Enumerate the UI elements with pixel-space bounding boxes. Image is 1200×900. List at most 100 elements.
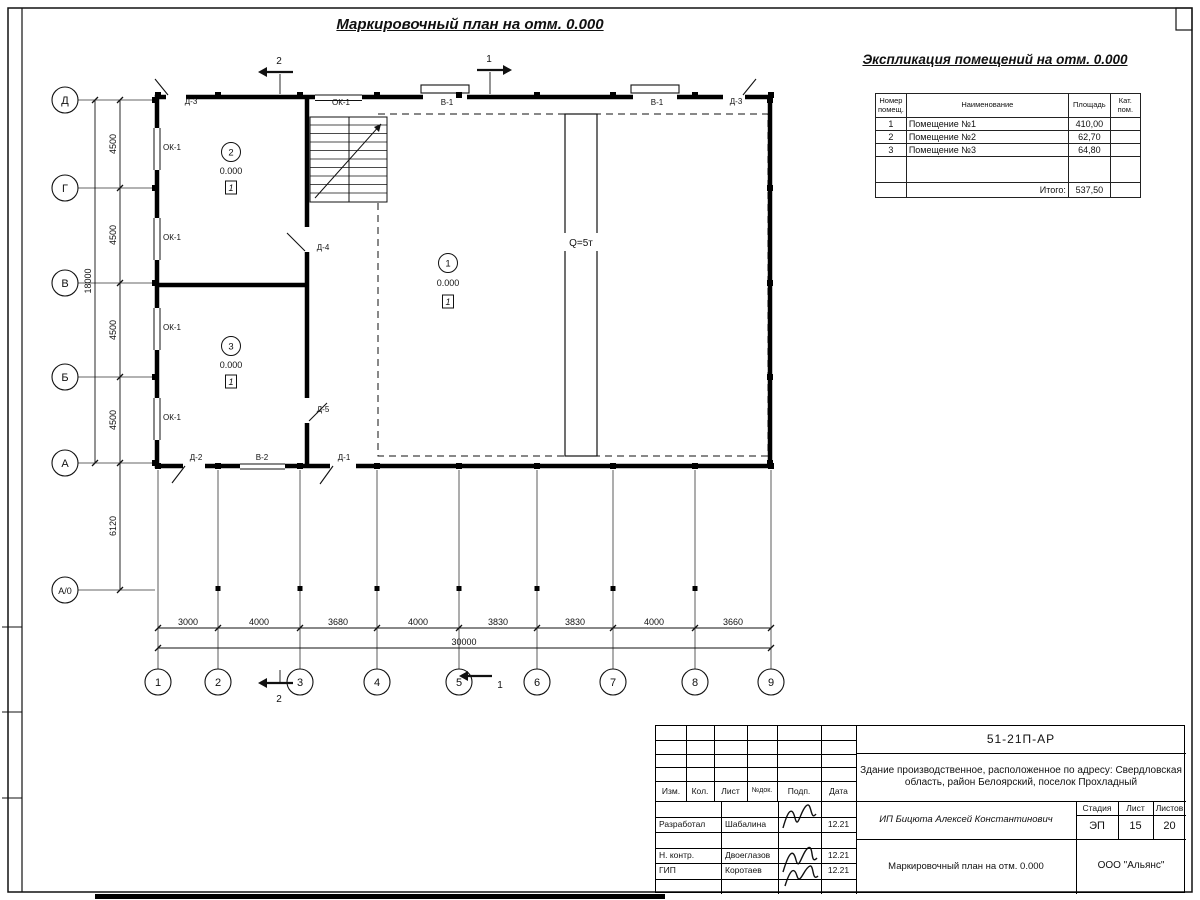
signer-name: Двоеглазов [725, 849, 771, 860]
room-number: 1 [445, 259, 450, 270]
explication-table: Номер помещ. Наименование Площадь Кат. п… [875, 93, 1141, 198]
client-name: ИП Бицюта Алексей Константинович [879, 814, 1053, 826]
signer-role: Н. контр. [659, 849, 695, 860]
sheet-frame [2, 7, 1193, 893]
axis-label: 4 [374, 677, 380, 689]
stage-label: Стадия [1082, 802, 1112, 813]
sheet-value: 15 [1129, 820, 1142, 833]
signature-strokes [782, 804, 819, 887]
dim-label: 3830 [565, 617, 585, 627]
axis-row-bubbles [51, 86, 79, 604]
axis-col-bubbles [144, 668, 785, 696]
dim-label: 3000 [178, 617, 198, 627]
table-row: 2 Помещение №2 62,70 [875, 130, 1141, 144]
door-label: Д-3 [730, 97, 743, 106]
axis-label: 2 [215, 677, 221, 689]
axis-row-labels: Д Г В Б А А/0 [58, 95, 72, 596]
signer-name: Коротаев [725, 865, 762, 876]
door-label: Д-1 [338, 453, 351, 462]
axis-label: 8 [692, 677, 698, 689]
signer-date: 12.21 [827, 849, 850, 860]
total-value: 537,50 [1067, 182, 1111, 198]
signer-date: 12.21 [827, 818, 850, 829]
room-elevation: 0.000 [220, 166, 243, 176]
table-row: 1 Помещение №1 410,00 [875, 117, 1141, 131]
sheets-value: 20 [1163, 820, 1176, 833]
door-label: Д-4 [317, 243, 330, 252]
room-elevation: 0.000 [437, 278, 460, 288]
axis-label: 9 [768, 677, 774, 689]
table-total-row: Итого: 537,50 [875, 182, 1141, 198]
axis-label: 6 [534, 677, 540, 689]
axis-label: 5 [456, 677, 462, 689]
dim-label: 4000 [249, 617, 269, 627]
section-markers [258, 65, 512, 688]
room-area-cell: 62,70 [1067, 130, 1111, 144]
axis-label: 1 [155, 677, 161, 689]
axis-label: Д [61, 95, 69, 107]
dim-label: 3830 [488, 617, 508, 627]
door-label: Д-2 [190, 453, 203, 462]
window-label: ОК-1 [163, 143, 182, 152]
company-name: ООО "Альянс" [1097, 860, 1165, 872]
room-category-cell [1109, 130, 1141, 144]
horizontal-dimensions: 3000 4000 3680 4000 3830 3830 4000 3660 … [178, 617, 743, 647]
room-type-mark: 1 [445, 297, 450, 307]
dimension-lines [91, 96, 775, 652]
axis-extension-lines [78, 99, 772, 669]
col-ndok: №док. [751, 786, 773, 794]
gate-label: В-1 [651, 98, 664, 107]
room-type-mark: 1 [228, 183, 233, 193]
room-category-cell [1109, 117, 1141, 131]
section-marker-labels: 2 1 2 1 [276, 54, 503, 705]
room-name-cell: Помещение №3 [905, 143, 1069, 157]
signer-date: 12.21 [827, 865, 850, 876]
vertical-dimensions: 4500 4500 4500 4500 6120 18000 [83, 134, 118, 536]
col-room-category: Кат. пом. [1109, 93, 1141, 118]
col-room-area: Площадь [1067, 93, 1111, 118]
signer-role: Разработал [659, 818, 706, 829]
signature-razrabotal [782, 804, 817, 829]
dim-label: 4500 [108, 134, 118, 154]
col-kol: Кол. [691, 785, 709, 796]
columns [152, 92, 774, 591]
section-label: 1 [486, 54, 492, 65]
dim-label: 3660 [723, 617, 743, 627]
room-area-cell: 64,80 [1067, 143, 1111, 157]
room-area-cell: 410,00 [1067, 117, 1111, 131]
col-data: Дата [829, 785, 848, 796]
axis-label: А/0 [58, 586, 72, 596]
crane-beam [564, 113, 598, 457]
col-room-name: Наименование [905, 93, 1069, 118]
dim-label: 4500 [108, 225, 118, 245]
col-izm: Изм. [661, 785, 681, 796]
room-number-cell: 2 [875, 130, 907, 144]
title-block: Изм. Кол. Лист №док. Подп. Дата Разработ… [655, 725, 1186, 894]
signature-nkontr [782, 846, 818, 873]
drawing-name: Маркировочный план на отм. 0.000 [888, 860, 1044, 872]
room-name-cell: Помещение №1 [905, 117, 1069, 131]
dim-label: 3680 [328, 617, 348, 627]
window-label: ОК-1 [163, 233, 182, 242]
dim-total-label: 18000 [83, 268, 93, 293]
axis-col-labels: 1 2 3 4 5 6 7 8 9 [155, 677, 774, 689]
dim-label: 4000 [408, 617, 428, 627]
dim-label: 6120 [108, 516, 118, 536]
explication-header-row: Номер помещ. Наименование Площадь Кат. п… [875, 93, 1141, 118]
openings-geometry [151, 78, 757, 485]
room-marks: 2 0.000 1 3 0.000 1 1 0.000 1 [220, 142, 460, 389]
room-elevation: 0.000 [220, 360, 243, 370]
window-label: ОК-1 [163, 413, 182, 422]
section-label: 2 [276, 56, 282, 67]
col-list: Лист [721, 785, 740, 796]
col-podp: Подп. [787, 785, 811, 796]
window-label: ОК-1 [332, 98, 351, 107]
explication-heading: Экспликация помещений на отм. 0.000 [862, 52, 1128, 67]
crane-label-bg [558, 233, 604, 251]
signature-gip [784, 865, 819, 887]
window-label: В-2 [256, 453, 269, 462]
stage-value: ЭП [1089, 820, 1105, 833]
axis-label: В [61, 278, 68, 290]
axis-label: Г [62, 183, 68, 195]
